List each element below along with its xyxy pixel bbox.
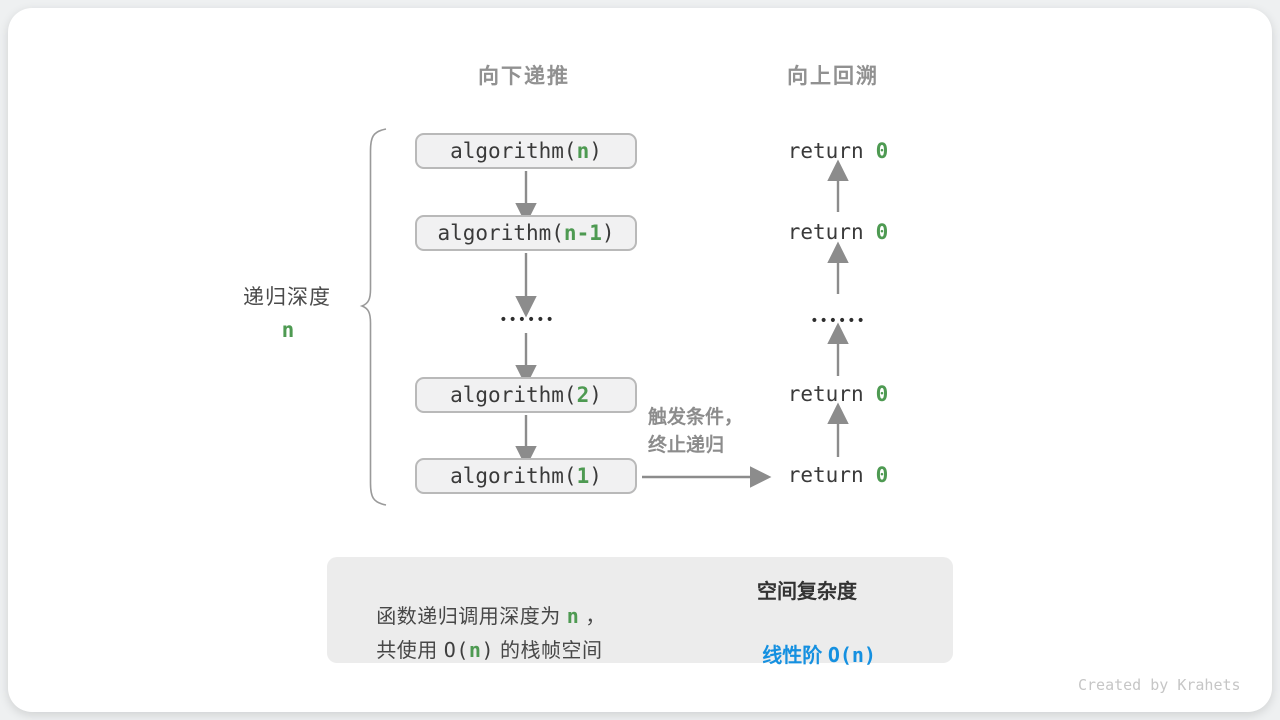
summary-code: ): [481, 638, 494, 662]
return-keyword: return: [787, 382, 864, 406]
return-statement: return 0: [788, 220, 889, 244]
credit-watermark: Created by Krahets: [1078, 676, 1241, 694]
summary-text: ，: [579, 606, 606, 628]
call-text: ): [589, 139, 602, 163]
summary-text: 共使用: [376, 640, 444, 662]
algorithm-call-box: algorithm(2): [415, 377, 637, 413]
call-text: algorithm(: [437, 221, 564, 245]
return-statement: return 0: [788, 139, 889, 163]
return-value: 0: [875, 139, 889, 163]
ellipsis-up: ••••••: [810, 313, 866, 329]
ellipsis-down: ••••••: [499, 312, 555, 328]
depth-label: 递归深度: [243, 286, 331, 309]
summary-panel: [327, 557, 953, 663]
algorithm-call-box: algorithm(n): [415, 133, 637, 169]
call-text: ): [589, 383, 602, 407]
return-keyword: return: [787, 463, 864, 487]
algorithm-call-box: algorithm(1): [415, 458, 637, 494]
call-text: algorithm(: [450, 464, 577, 488]
call-text: ): [601, 221, 615, 245]
return-keyword: return: [787, 220, 864, 244]
call-param: 2: [576, 383, 590, 407]
return-statement: return 0: [788, 463, 889, 487]
base-case-note: 触发条件， 终止递归: [648, 404, 743, 460]
complexity-class-label: 线性阶: [762, 645, 828, 667]
complexity-notation: O(n): [827, 643, 876, 667]
summary-text: 函数递归调用深度为: [376, 606, 567, 628]
return-value: 0: [875, 382, 889, 406]
base-case-note-line2: 终止递归: [648, 435, 725, 456]
space-complexity-title: 空间复杂度: [757, 581, 857, 603]
call-param: n-1: [563, 221, 602, 245]
call-param: 1: [576, 464, 590, 488]
header-backtrack-up: 向上回溯: [787, 65, 879, 88]
algorithm-call-box: algorithm(n-1): [415, 215, 637, 251]
call-text: ): [589, 464, 602, 488]
base-case-note-line1: 触发条件，: [648, 407, 744, 428]
space-complexity-value: 线性阶 O(n): [740, 616, 876, 691]
summary-param: n: [566, 604, 580, 628]
summary-code: O(: [443, 638, 469, 662]
depth-value: n: [281, 318, 295, 342]
return-value: 0: [875, 463, 889, 487]
summary-param: n: [468, 638, 482, 662]
return-keyword: return: [787, 139, 864, 163]
depth-brace: [359, 128, 387, 506]
call-text: algorithm(: [450, 139, 577, 163]
call-param: n: [576, 139, 590, 163]
summary-description-line2: 共使用 O(n) 的栈帧空间: [352, 611, 603, 686]
return-value: 0: [875, 220, 889, 244]
return-statement: return 0: [788, 382, 889, 406]
header-recurse-down: 向下递推: [478, 65, 570, 88]
call-text: algorithm(: [450, 383, 577, 407]
summary-description-line1: 函数递归调用深度为 n ，: [352, 577, 606, 652]
summary-text: 的栈帧空间: [493, 640, 603, 662]
